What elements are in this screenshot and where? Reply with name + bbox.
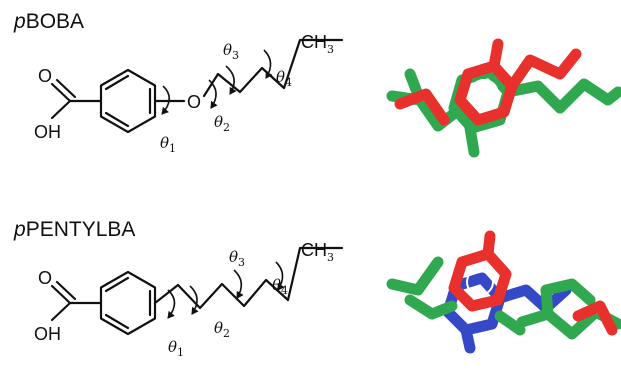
- pboba-carbonyl-bond: [50, 82, 72, 103]
- pboba-hydroxyl-label: OH: [34, 122, 61, 142]
- ppentylba-theta4-label: θ4: [272, 276, 288, 297]
- pboba-alkyl-chain: [202, 38, 344, 98]
- ppentylba-hydroxyl-bond: [50, 301, 72, 322]
- ppentylba-overlay-red: [448, 230, 618, 336]
- ppentylba-theta1-label: θ1: [168, 338, 184, 359]
- pboba-ether-oxygen-label: O: [187, 92, 201, 112]
- pboba-3d-overlay: [386, 38, 621, 158]
- pboba-methyl-label: CH3: [301, 32, 334, 56]
- pboba-overlay-red: [394, 38, 582, 126]
- pboba-theta1-label: θ1: [160, 134, 176, 155]
- ppentylba-theta3-label: θ3: [229, 248, 245, 269]
- pboba-benzene-ring: [99, 68, 157, 134]
- pboba-overlay-ring-highlight: [469, 79, 499, 109]
- ppentylba-hydroxyl-label: OH: [34, 324, 61, 344]
- pboba-torsion-labels: θ1 θ2 θ3 θ4: [160, 41, 292, 155]
- pboba-hydroxyl-bond: [50, 99, 72, 120]
- ppentylba-torsion-arrows: [167, 261, 285, 319]
- ppentylba-torsion-labels: θ1 θ2 θ3 θ4: [168, 248, 288, 359]
- ppentylba-structure: [50, 246, 344, 336]
- ppentylba-carbonyl-oxygen-label: O: [38, 268, 52, 288]
- pboba-atom-labels: O OH O CH3: [34, 32, 334, 142]
- pboba-carbonyl-oxygen-label: O: [38, 66, 52, 86]
- ppentylba-alkyl-chain: [153, 246, 344, 310]
- molecule-title-pboba: pBOBA: [14, 10, 85, 33]
- pboba-torsion-arrows: [161, 49, 273, 115]
- pboba-structure: [50, 38, 344, 134]
- ppentylba-overlay-ring-highlight: [466, 268, 494, 296]
- ppentylba-methyl-label: CH3: [301, 240, 334, 264]
- pboba-theta2-label: θ2: [214, 113, 230, 134]
- ppentylba-carbonyl-bond: [50, 284, 72, 305]
- pboba-theta4-label: θ4: [276, 68, 292, 89]
- pboba-theta3-label: θ3: [223, 41, 239, 62]
- ppentylba-theta2-label: θ2: [214, 319, 230, 340]
- molecule-title-ppentylba: pPENTYLBA: [14, 218, 136, 241]
- ppentylba-benzene-ring: [99, 270, 157, 336]
- ppentylba-atom-labels: O OH CH3: [34, 240, 334, 344]
- ppentylba-3d-overlay: [386, 230, 621, 354]
